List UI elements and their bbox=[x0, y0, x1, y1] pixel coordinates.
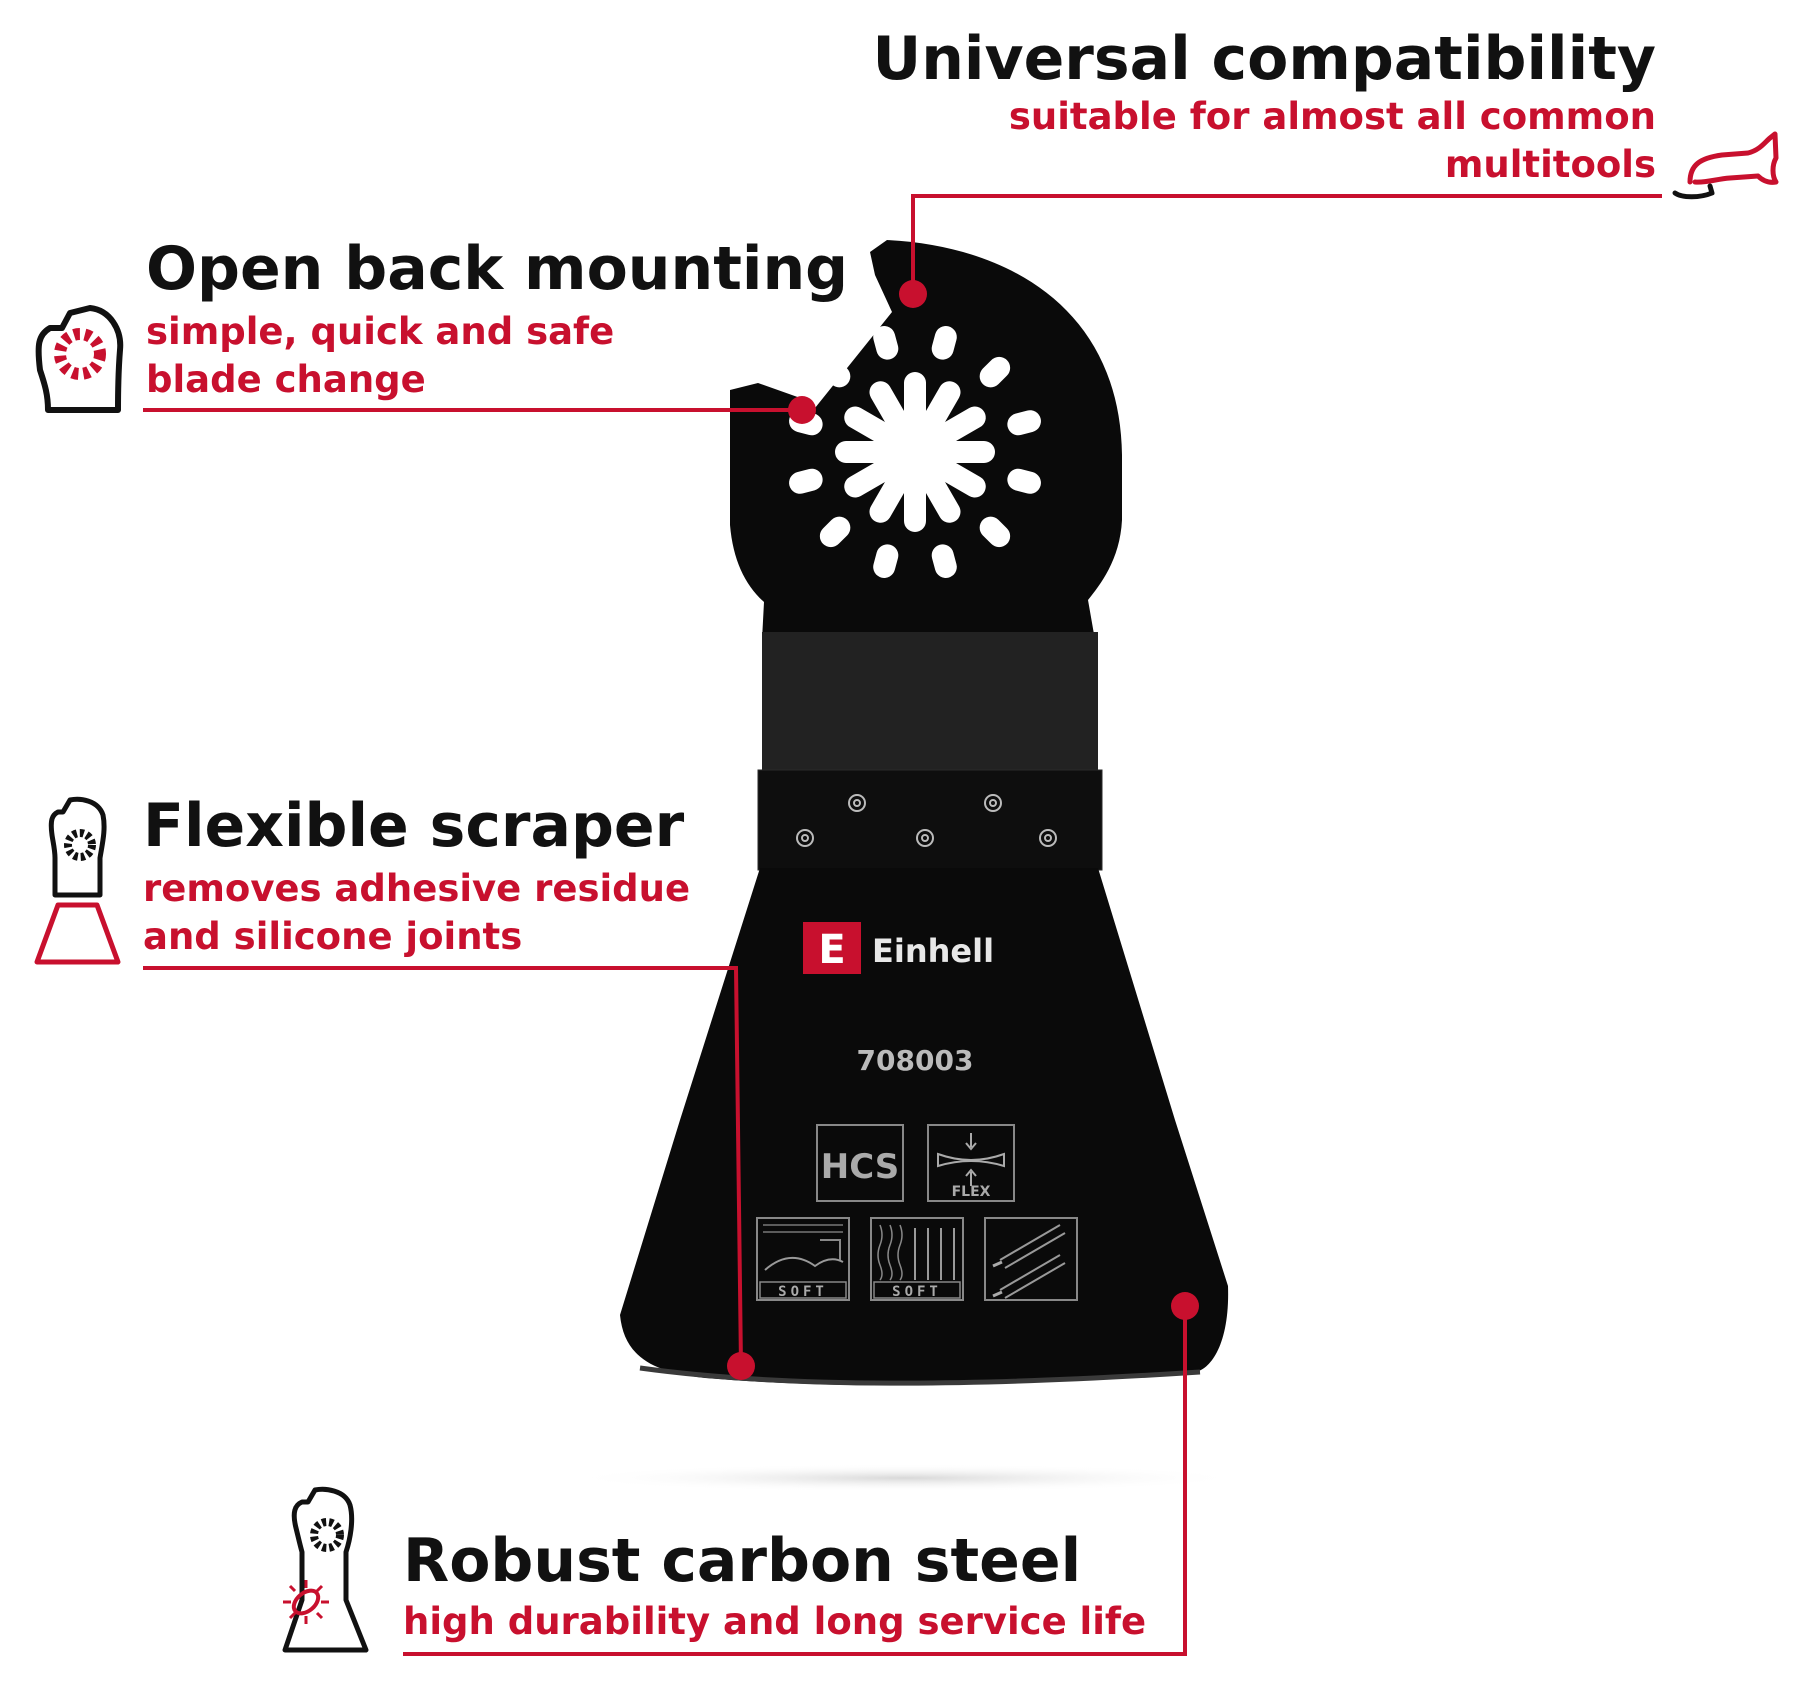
arbor-slot bbox=[904, 480, 926, 532]
arbor-slot bbox=[835, 441, 887, 463]
callout-lines bbox=[143, 194, 1662, 1656]
callout-dot-open-back bbox=[788, 396, 816, 424]
arbor-outer-slot bbox=[789, 468, 823, 494]
rivet bbox=[1039, 829, 1057, 847]
arbor-outer-slot bbox=[819, 356, 851, 388]
arbor-outer-slot bbox=[1007, 410, 1041, 436]
flex-badge: FLEX bbox=[927, 1124, 1015, 1202]
arbor-outer-slot bbox=[979, 516, 1011, 548]
arbor-slot bbox=[844, 406, 893, 444]
callout-line-flexible bbox=[143, 966, 743, 1367]
arbor-outer-slot bbox=[1007, 468, 1041, 494]
callout-line-universal bbox=[911, 194, 1662, 294]
svg-text:SOFT: SOFT bbox=[778, 1284, 828, 1300]
arbor-slot bbox=[844, 460, 893, 498]
callout-dot-flexible bbox=[727, 1352, 755, 1380]
feature-title-universal: Universal compatibility bbox=[872, 24, 1657, 94]
blade-shadow bbox=[565, 1464, 1245, 1492]
carbon-steel-icon bbox=[282, 1486, 369, 1653]
feature-desc-flexible-line-1: removes adhesive residue bbox=[143, 867, 691, 910]
feature-desc-open-back-line-2: blade change bbox=[146, 358, 426, 401]
rivet bbox=[796, 829, 814, 847]
feature-desc-universal-line-2: multitools bbox=[1444, 143, 1656, 186]
blade-neck bbox=[762, 632, 1098, 774]
callout-dots bbox=[727, 280, 1199, 1380]
rivet bbox=[984, 794, 1002, 812]
rivet bbox=[848, 794, 866, 812]
arbor-slot bbox=[869, 474, 907, 523]
material-badge-soft-1: SOFT bbox=[756, 1217, 850, 1301]
feature-title-flexible: Flexible scraper bbox=[143, 791, 685, 861]
rivet-plate bbox=[757, 769, 1103, 871]
feature-title-open-back: Open back mounting bbox=[146, 234, 849, 304]
feature-desc-universal-line-1: suitable for almost all common bbox=[1008, 95, 1656, 138]
feature-title-carbon: Robust carbon steel bbox=[403, 1526, 1082, 1596]
open-back-mount-icon bbox=[35, 305, 124, 413]
scraper-edge bbox=[639, 1365, 1201, 1386]
callout-dot-universal bbox=[899, 280, 927, 308]
arbor-outer-slot bbox=[819, 516, 851, 548]
arbor-slot bbox=[869, 381, 907, 430]
arbor-slot bbox=[923, 381, 961, 430]
svg-text:HCS: HCS bbox=[821, 1147, 900, 1187]
feature-desc-carbon-line-1: high durability and long service life bbox=[403, 1600, 1147, 1643]
material-badge-soft-2: SOFT bbox=[870, 1217, 964, 1301]
arbor-slot bbox=[937, 460, 986, 498]
arbor-center-hole bbox=[873, 410, 957, 494]
arbor-slot bbox=[937, 406, 986, 444]
svg-text:E: E bbox=[818, 927, 845, 973]
callout-line-carbon bbox=[403, 1306, 1187, 1656]
arbor-outer-slot bbox=[873, 326, 899, 360]
arbor-slot bbox=[904, 372, 926, 424]
svg-text:SOFT: SOFT bbox=[892, 1284, 942, 1300]
arbor-outer-slot bbox=[931, 544, 957, 578]
material-badge-sealant bbox=[984, 1217, 1078, 1301]
article-number: 708003 bbox=[857, 1044, 974, 1077]
rivets bbox=[796, 794, 1057, 847]
hcs-badge: HCS bbox=[816, 1124, 904, 1202]
multitool-icon bbox=[1672, 131, 1779, 200]
arbor-outer-slot bbox=[931, 326, 957, 360]
feature-desc-flexible-line-2: and silicone joints bbox=[143, 915, 523, 958]
flexible-scraper-icon bbox=[34, 796, 121, 965]
einhell-logo: E Einhell bbox=[803, 922, 994, 974]
rivet bbox=[916, 829, 934, 847]
feature-desc-open-back-line-1: simple, quick and safe bbox=[146, 310, 615, 353]
callout-dot-carbon bbox=[1171, 1292, 1199, 1320]
svg-text:FLEX: FLEX bbox=[952, 1184, 991, 1200]
star-arbor-mount bbox=[789, 326, 1041, 578]
arbor-outer-slot bbox=[979, 356, 1011, 388]
arbor-outer-slot bbox=[873, 544, 899, 578]
brand-text: Einhell bbox=[872, 932, 994, 970]
arbor-slot bbox=[943, 441, 995, 463]
arbor-slot bbox=[923, 474, 961, 523]
